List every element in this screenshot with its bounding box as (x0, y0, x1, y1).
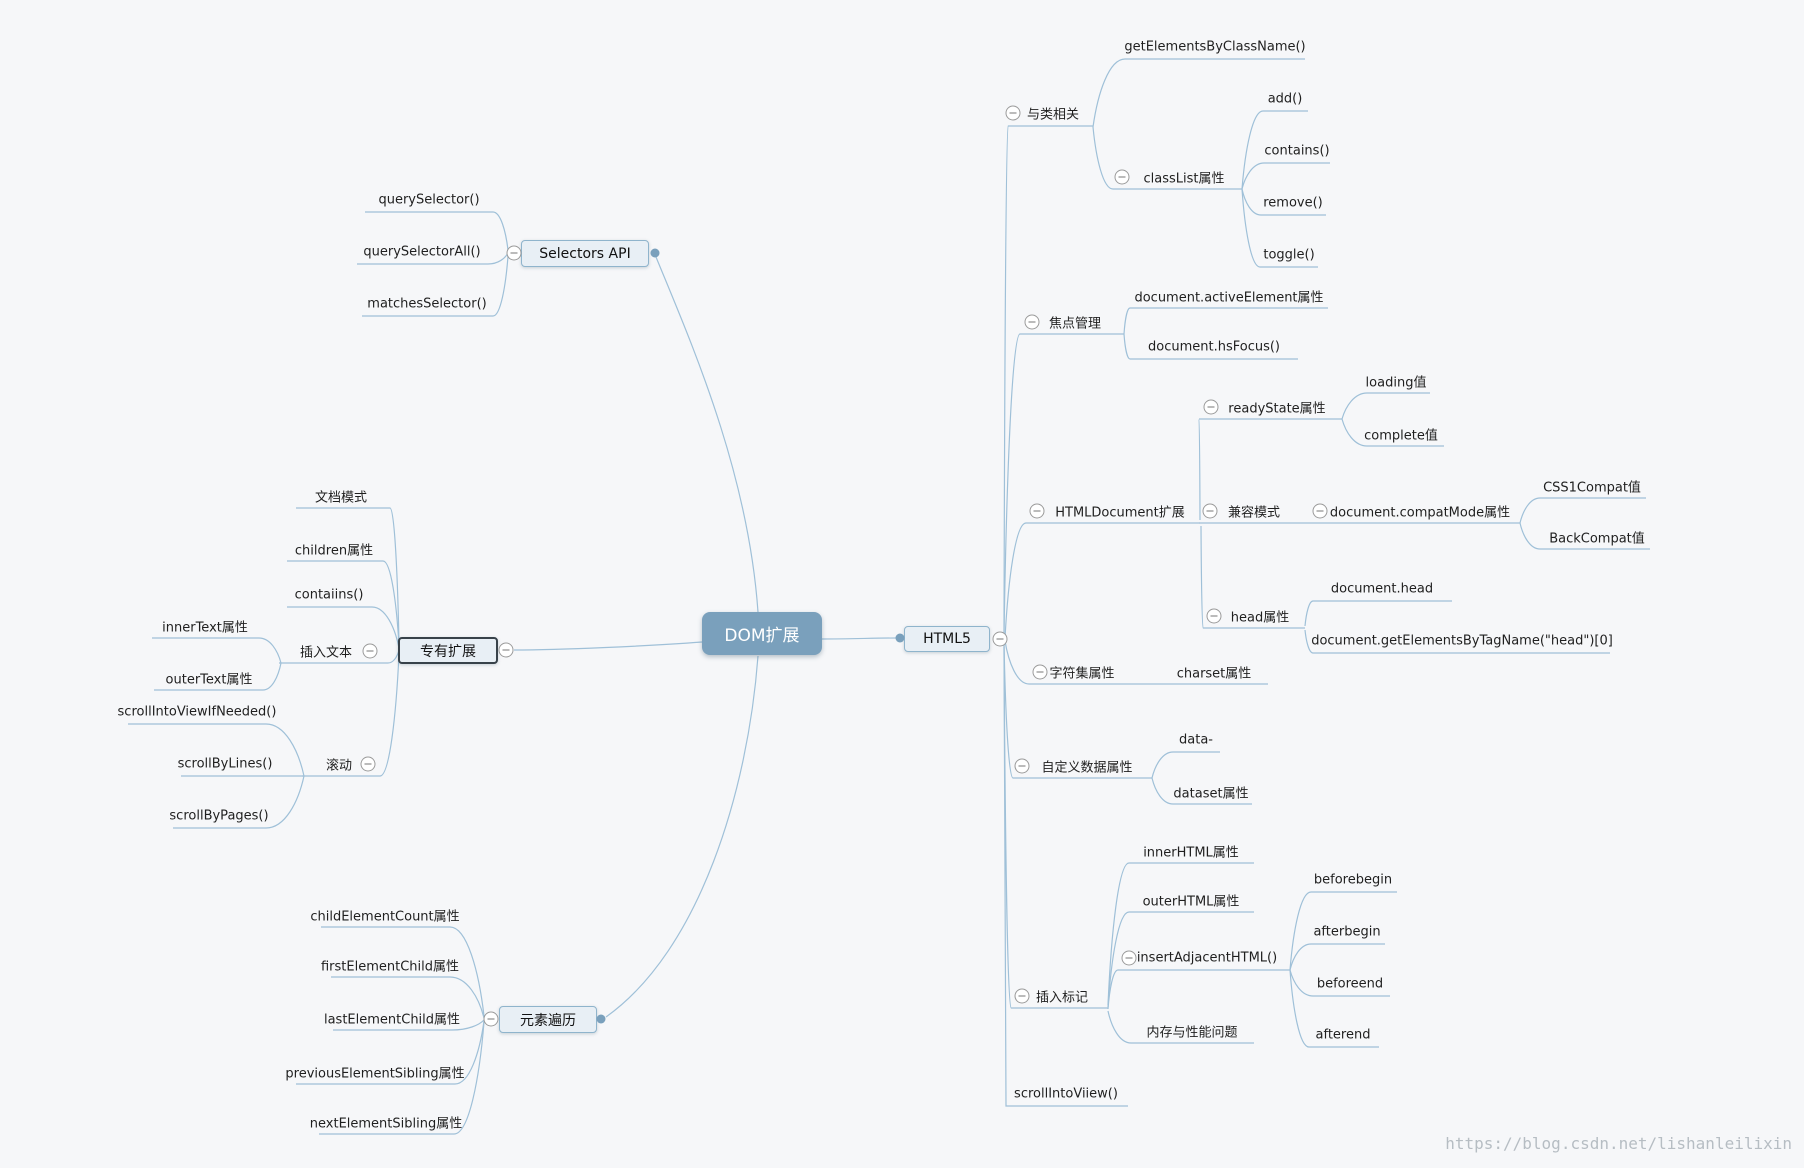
node-insert-text[interactable]: 插入文本 (299, 645, 353, 661)
node-class-related[interactable]: 与类相关 (1026, 107, 1080, 123)
collapse-icon-custom-data[interactable] (1014, 758, 1030, 774)
node-get-elements-by-tag-name-head[interactable]: document.getElementsByTagName("head")[0] (1311, 633, 1613, 649)
node-css1-compat[interactable]: CSS1Compat值 (1543, 480, 1641, 496)
node-query-selector-all[interactable]: querySelectorAll() (363, 244, 481, 260)
node-first-element-child[interactable]: firstElementChild属性 (320, 959, 460, 975)
node-selectors-api[interactable]: Selectors API (521, 240, 649, 267)
node-scroll-by-lines[interactable]: scrollByLines() (177, 756, 273, 772)
node-insert-adjacent-html[interactable]: insertAdjacentHTML() (1136, 950, 1278, 966)
connector-dot-selectors-api (650, 248, 660, 258)
node-beforebegin[interactable]: beforebegin (1313, 872, 1393, 888)
collapse-icon-head-prop[interactable] (1206, 608, 1222, 624)
node-insert-markup[interactable]: 插入标记 (1035, 990, 1089, 1006)
node-memory-performance[interactable]: 内存与性能问题 (1146, 1025, 1238, 1041)
node-class-list-remove[interactable]: remove() (1263, 195, 1323, 211)
node-children-prop[interactable]: children属性 (294, 543, 374, 559)
node-afterbegin[interactable]: afterbegin (1313, 924, 1381, 940)
node-ready-state-loading[interactable]: loading值 (1365, 375, 1427, 391)
node-element-traversal[interactable]: 元素遍历 (499, 1006, 597, 1033)
node-scroll-into-view[interactable]: scrollIntoViiew() (1014, 1086, 1118, 1102)
node-proprietary-extensions[interactable]: 专有扩展 (398, 637, 498, 664)
node-html5[interactable]: HTML5 (904, 626, 990, 652)
node-doc-mode[interactable]: 文档模式 (314, 490, 368, 506)
node-html-document[interactable]: HTMLDocument扩展 (1055, 505, 1185, 521)
node-child-element-count[interactable]: childElementCount属性 (310, 909, 460, 925)
node-query-selector[interactable]: querySelector() (378, 192, 480, 208)
node-back-compat[interactable]: BackCompat值 (1549, 531, 1645, 547)
node-matches-selector[interactable]: matchesSelector() (367, 296, 487, 312)
node-class-list[interactable]: classList属性 (1143, 171, 1225, 187)
node-compat-mode-prop[interactable]: document.compatMode属性 (1329, 505, 1511, 521)
collapse-icon-compat-mode-prop[interactable] (1312, 503, 1328, 519)
node-last-element-child[interactable]: lastElementChild属性 (323, 1012, 461, 1028)
node-scroll-into-view-if-needed[interactable]: scrollIntoViewIfNeeded() (117, 704, 277, 720)
node-inner-html[interactable]: innerHTML属性 (1143, 845, 1239, 861)
node-afterend[interactable]: afterend (1315, 1027, 1371, 1043)
collapse-icon-insert-adjacent-html[interactable] (1121, 950, 1137, 966)
collapse-icon-charset[interactable] (1032, 664, 1048, 680)
collapse-icon-class-related[interactable] (1005, 105, 1021, 121)
node-document-head[interactable]: document.head (1330, 581, 1434, 597)
node-head-prop[interactable]: head属性 (1230, 610, 1290, 626)
node-data-prefix[interactable]: data- (1179, 732, 1213, 748)
node-inner-text[interactable]: innerText属性 (162, 620, 248, 636)
collapse-icon-selectors-api[interactable] (506, 245, 522, 261)
node-custom-data[interactable]: 自定义数据属性 (1041, 760, 1133, 776)
node-class-list-toggle[interactable]: toggle() (1263, 247, 1315, 263)
collapse-icon-focus-management[interactable] (1024, 314, 1040, 330)
connector-dot-html5 (895, 633, 905, 643)
node-ready-state-complete[interactable]: complete值 (1364, 428, 1438, 444)
csdn-watermark: https://blog.csdn.net/lishanleilixin (1445, 1134, 1792, 1153)
node-active-element[interactable]: document.activeElement属性 (1134, 290, 1324, 306)
node-class-list-contains[interactable]: contains() (1264, 143, 1330, 159)
collapse-icon-ready-state[interactable] (1203, 399, 1219, 415)
collapse-icon-html5[interactable] (992, 631, 1008, 647)
node-outer-text[interactable]: outerText属性 (165, 672, 253, 688)
connector-dot-element-traversal (596, 1014, 606, 1024)
node-dataset[interactable]: dataset属性 (1173, 786, 1249, 802)
node-outer-html[interactable]: outerHTML属性 (1142, 894, 1240, 910)
node-compat-mode[interactable]: 兼容模式 (1227, 505, 1281, 521)
node-next-element-sibling[interactable]: nextElementSibling属性 (309, 1116, 463, 1132)
collapse-icon-html-document[interactable] (1029, 503, 1045, 519)
collapse-icon-compat-mode[interactable] (1202, 503, 1218, 519)
collapse-icon-insert-text[interactable] (362, 643, 378, 659)
node-scroll-by-pages[interactable]: scrollByPages() (169, 808, 269, 824)
node-previous-element-sibling[interactable]: previousElementSibling属性 (285, 1066, 465, 1082)
node-charset[interactable]: 字符集属性 (1049, 666, 1115, 682)
collapse-icon-scroll[interactable] (360, 756, 376, 772)
node-beforeend[interactable]: beforeend (1316, 976, 1384, 992)
node-contains[interactable]: contaiins() (294, 587, 364, 603)
node-root[interactable]: DOM扩展 (702, 612, 822, 655)
node-get-elements-by-class-name[interactable]: getElementsByClassName() (1124, 39, 1306, 55)
node-ready-state[interactable]: readyState属性 (1228, 401, 1326, 417)
node-hs-focus[interactable]: document.hsFocus() (1147, 339, 1281, 355)
collapse-icon-element-traversal[interactable] (483, 1011, 499, 1027)
node-focus-management[interactable]: 焦点管理 (1048, 316, 1102, 332)
collapse-icon-insert-markup[interactable] (1014, 988, 1030, 1004)
node-class-list-add[interactable]: add() (1267, 91, 1303, 107)
node-scroll[interactable]: 滚动 (325, 758, 353, 774)
collapse-icon-proprietary[interactable] (498, 642, 514, 658)
collapse-icon-class-list[interactable] (1114, 169, 1130, 185)
node-charset-prop[interactable]: charset属性 (1176, 666, 1252, 682)
